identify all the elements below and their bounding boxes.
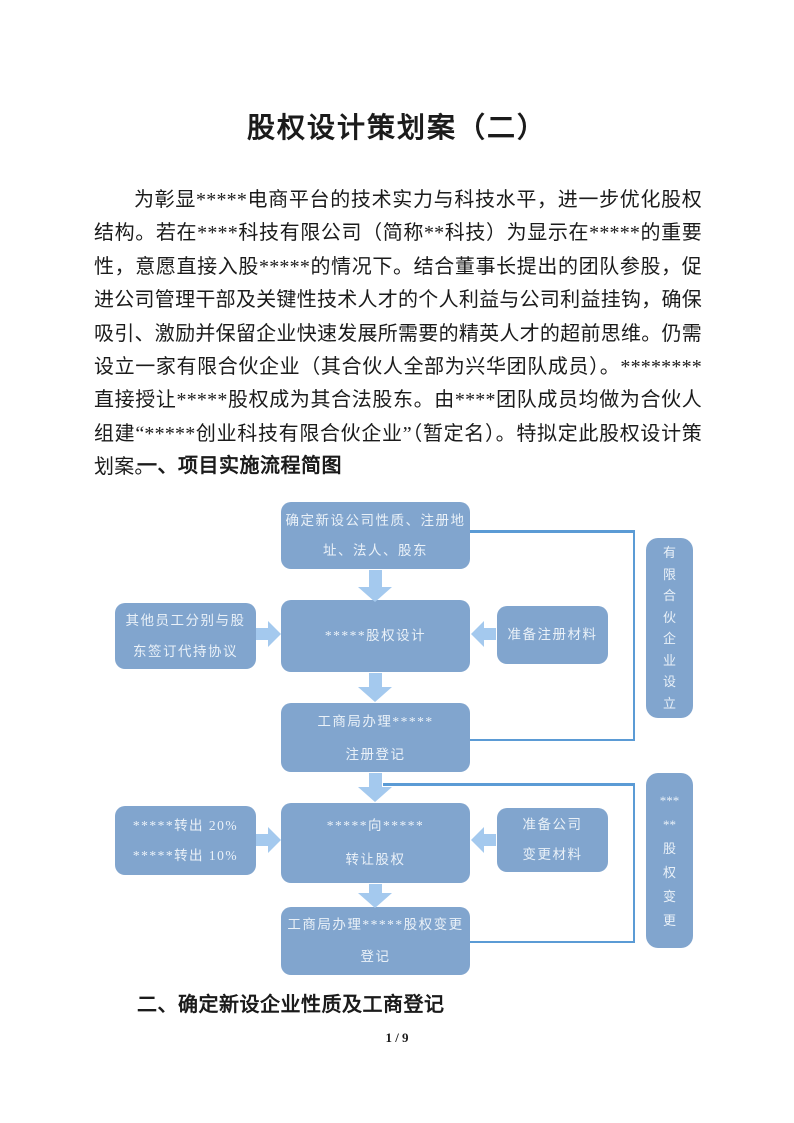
flow-box-registration: 工商局办理***** 注册登记 — [281, 703, 470, 772]
side-box-equity-change: *** ** 股 权 变 更 — [646, 773, 693, 948]
connector-line — [383, 783, 635, 786]
flow-box-change-materials: 准备公司 变更材料 — [497, 808, 608, 872]
section-heading-1: 一、项目实施流程简图 — [137, 455, 342, 477]
body-paragraph: 为彰显*****电商平台的技术实力与科技水平，进一步优化股权结构。若在****科… — [94, 189, 702, 479]
arrow-down-icon — [358, 773, 392, 802]
arrow-left-icon — [471, 621, 496, 647]
section-heading-2: 二、确定新设企业性质及工商登记 — [137, 994, 445, 1016]
flow-box-new-company: 确定新设公司性质、注册地 址、法人、股东 — [281, 502, 470, 569]
arrow-down-icon — [358, 884, 392, 908]
connector-line — [470, 940, 635, 943]
arrow-down-icon — [358, 673, 392, 702]
arrow-left-icon — [471, 827, 496, 853]
flow-box-change-registration: 工商局办理*****股权变更 登记 — [281, 907, 470, 975]
connector-line — [632, 783, 635, 943]
connector-line — [470, 738, 635, 741]
arrow-right-icon — [256, 621, 281, 647]
arrow-down-icon — [358, 570, 392, 602]
connector-line — [632, 530, 635, 741]
connector-line — [470, 530, 635, 533]
flow-box-employee-agreement: 其他员工分别与股 东签订代持协议 — [115, 603, 256, 669]
flow-box-transfer-equity: *****向***** 转让股权 — [281, 803, 470, 883]
arrow-right-icon — [256, 827, 281, 853]
page-number: 1 / 9 — [385, 1030, 409, 1045]
page-title: 股权设计策划案（二） — [246, 113, 547, 144]
flow-box-equity-design: *****股权设计 — [281, 600, 470, 672]
side-box-partnership-setup: 有 限 合 伙 企 业 设 立 — [646, 538, 693, 718]
flow-box-registration-materials: 准备注册材料 — [497, 606, 608, 664]
flow-box-transfer-out: *****转出 20% *****转出 10% — [115, 806, 256, 875]
